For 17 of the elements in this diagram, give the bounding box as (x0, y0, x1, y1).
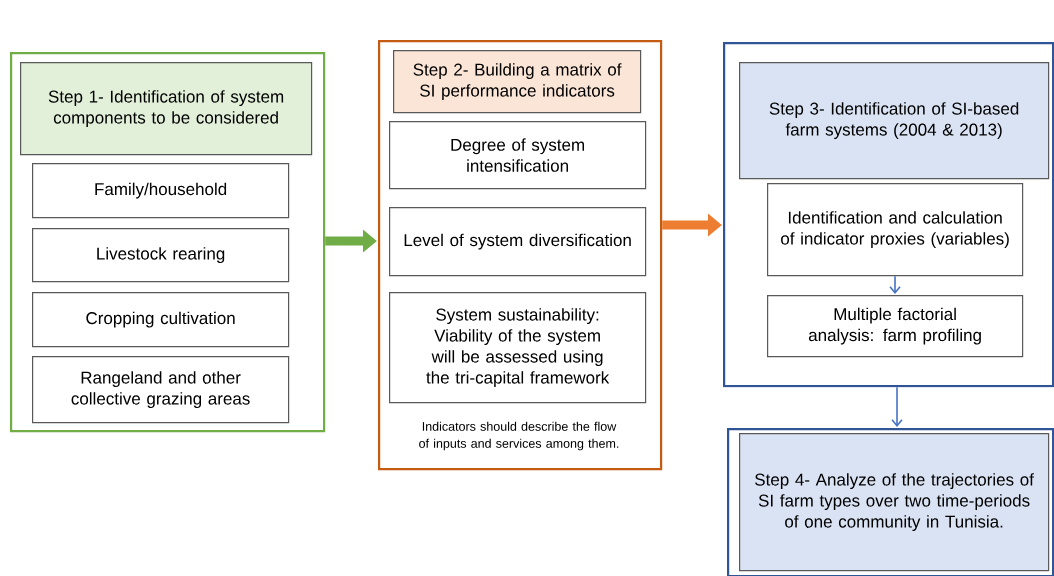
process-box: Livestock rearing (32, 228, 290, 283)
process-box: Level of system diversification (389, 207, 647, 277)
process-box: Rangeland and other collective grazing areas (32, 356, 290, 424)
panel (723, 42, 1054, 388)
arrow (889, 275, 901, 294)
process-box: Identification and calculation of indicator proxies (variables) (767, 183, 1024, 277)
process-box: Family/household (32, 163, 290, 219)
process-box: Multiple factorial analysis: farm profiling (767, 295, 1024, 358)
panel (10, 52, 326, 433)
process-box: System sustainability: Viability of the system will be assessed using the tri-capital framework (389, 292, 647, 404)
process-box: Cropping cultivation (32, 292, 290, 348)
step-box: Step 2- Building a matrix of SI performance indicators (393, 50, 642, 114)
step-box: Step 3- Identification of SI-based farm systems (2004 & 2013) (739, 62, 1050, 180)
step-box: Step 4- Analyze of the trajectories of SI farm types over two time-periods of one community in Tunisia. (739, 433, 1050, 572)
step-box: Step 1- Identification of system components to be considered (20, 62, 313, 156)
arrow (891, 386, 903, 427)
process-box: Degree of system intensification (389, 121, 647, 190)
